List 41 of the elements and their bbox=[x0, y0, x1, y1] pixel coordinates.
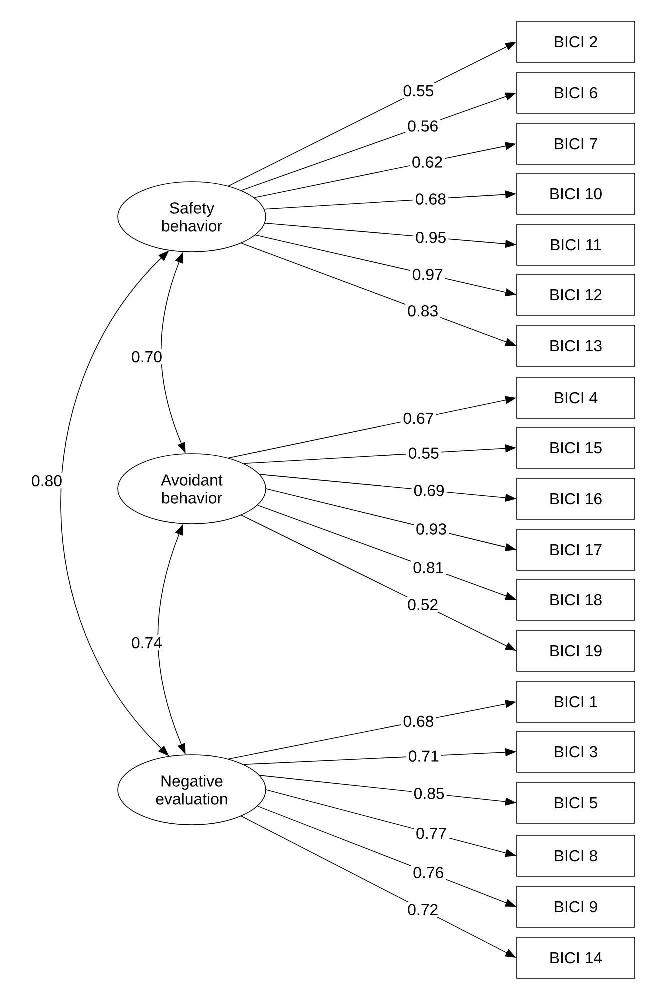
indicator-box: BICI 2 bbox=[516, 21, 636, 63]
edge-label: 0.68 bbox=[401, 714, 436, 730]
edge-label: 0.83 bbox=[406, 303, 441, 319]
edge-label: 0.97 bbox=[410, 267, 446, 282]
indicator-box: BICI 3 bbox=[516, 731, 636, 773]
edge-label: 0.72 bbox=[406, 902, 441, 918]
edge-label: 0.56 bbox=[406, 118, 441, 134]
edge-label: 0.69 bbox=[412, 483, 447, 498]
indicator-box: BICI 10 bbox=[516, 173, 636, 215]
edge-label: 0.71 bbox=[406, 748, 442, 764]
edge-label: 0.74 bbox=[129, 635, 164, 651]
indicator-box: BICI 5 bbox=[516, 782, 636, 824]
edge-label: 0.80 bbox=[30, 473, 64, 489]
indicator-box: BICI 9 bbox=[516, 886, 636, 928]
edge-label: 0.67 bbox=[401, 410, 436, 426]
edge-label: 0.68 bbox=[413, 192, 448, 207]
indicator-box: BICI 19 bbox=[516, 630, 636, 672]
edge-label: 0.77 bbox=[414, 826, 450, 842]
edge-label: 0.76 bbox=[411, 865, 446, 880]
edge-label: 0.81 bbox=[411, 560, 446, 576]
edge-label: 0.70 bbox=[129, 349, 164, 365]
edge-label: 0.55 bbox=[406, 446, 442, 461]
edge-label: 0.62 bbox=[410, 154, 446, 170]
indicator-box: BICI 15 bbox=[516, 427, 636, 469]
indicator-box: BICI 16 bbox=[516, 478, 636, 520]
indicator-box: BICI 11 bbox=[516, 224, 636, 266]
indicator-box: BICI 12 bbox=[516, 274, 636, 316]
indicator-box: BICI 7 bbox=[516, 123, 636, 165]
indicator-box: BICI 17 bbox=[516, 529, 636, 571]
edge-label: 0.55 bbox=[401, 83, 436, 99]
edge-label: 0.93 bbox=[414, 522, 450, 537]
indicator-box: BICI 6 bbox=[516, 72, 636, 114]
indicator-box: BICI 14 bbox=[516, 937, 636, 979]
indicator-box: BICI 4 bbox=[516, 377, 636, 419]
indicator-box: BICI 1 bbox=[516, 681, 636, 723]
indicator-box: BICI 8 bbox=[516, 835, 636, 877]
indicator-box: BICI 13 bbox=[516, 325, 636, 367]
edge-label: 0.52 bbox=[406, 597, 441, 613]
edge-label: 0.95 bbox=[414, 230, 449, 246]
edge-label: 0.85 bbox=[412, 786, 447, 802]
indicator-box: BICI 18 bbox=[516, 579, 636, 621]
